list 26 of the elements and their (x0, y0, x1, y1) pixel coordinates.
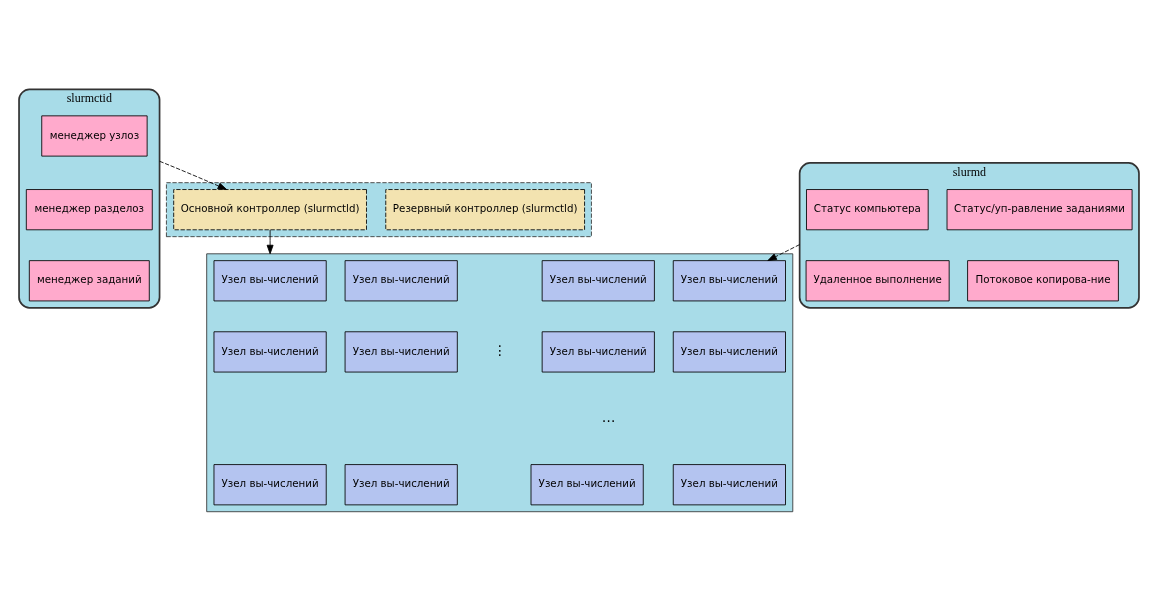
node-box: Узел вы-числений (672, 259, 786, 301)
node-box: Удаленное выполнение (805, 259, 950, 301)
node-box: Резервный контроллер (slurmctld) (385, 188, 585, 230)
node-box: Узел вы-числений (541, 330, 655, 372)
arrow (767, 243, 801, 261)
arrow (159, 160, 228, 190)
node-box: Узел вы-числений (672, 330, 786, 372)
label: … (601, 408, 616, 425)
node-box: менеджер узлоз (41, 114, 148, 157)
node-box: Узел вы-числений (213, 259, 327, 301)
node-box: Основной контроллер (slurmctld) (173, 188, 367, 230)
node-box: Потоковое копирова-ние (967, 259, 1119, 301)
node-box: Статус компьютера (806, 188, 929, 230)
node-box: Узел вы-числений (541, 259, 655, 301)
node-box: Узел вы-числений (344, 330, 458, 372)
node-box: Узел вы-числений (530, 463, 644, 505)
arrow (266, 228, 274, 254)
node-box: Узел вы-числений (344, 259, 458, 301)
node-box: менеджер разделоз (25, 188, 153, 230)
node-box: Узел вы-числений (213, 463, 327, 505)
node-box: Узел вы-числений (344, 463, 458, 505)
node-box: Узел вы-числений (672, 463, 786, 505)
node-box: Статус/уп-равление заданиями (946, 188, 1133, 230)
label: ⋮ (492, 341, 507, 358)
node-box: Узел вы-числений (213, 330, 327, 372)
node-box: менеджер заданий (28, 259, 150, 301)
